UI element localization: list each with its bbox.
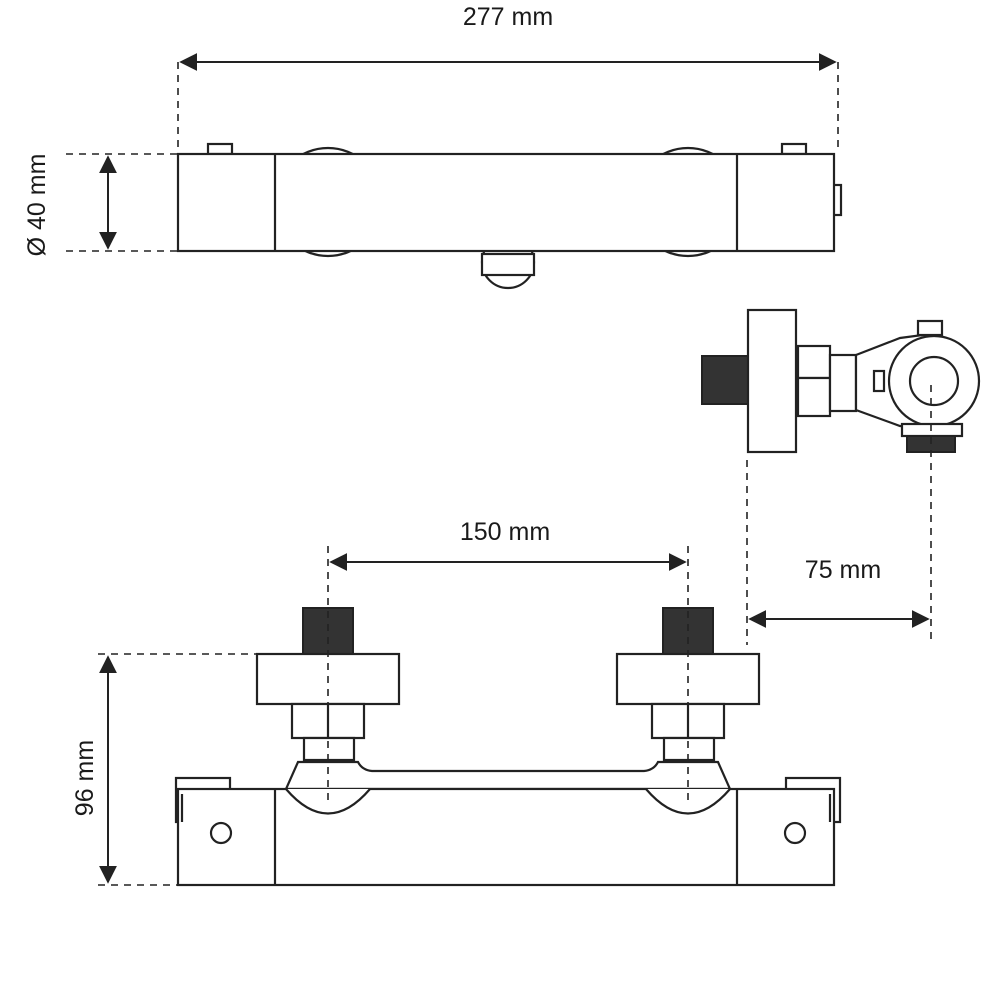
side-eccentric-stub — [701, 355, 749, 405]
diameter-label: Ø 40 mm — [23, 154, 51, 257]
front-view — [174, 546, 842, 887]
top-outlet-nut — [480, 252, 536, 277]
wall-offset-dimension: 75 mm — [746, 385, 932, 645]
front-left-connector — [302, 736, 356, 762]
top-view — [176, 142, 843, 290]
top-left-tab — [206, 142, 234, 156]
center-distance-dimension: 150 mm — [329, 518, 687, 571]
side-small-tab — [872, 369, 886, 393]
side-connector — [828, 353, 858, 413]
side-top-tab — [916, 319, 944, 337]
wall-offset-label: 75 mm — [805, 556, 881, 584]
side-wall-flange — [746, 308, 798, 454]
top-body — [176, 152, 836, 253]
front-bridge — [284, 760, 732, 791]
front-right-inlet-bump — [645, 788, 731, 815]
diameter-dimension: Ø 40 mm — [23, 153, 178, 257]
height-label: 96 mm — [71, 740, 99, 816]
center-distance-label: 150 mm — [460, 518, 550, 546]
total-width-label: 277 mm — [463, 3, 553, 31]
front-left-screw-hole — [209, 821, 233, 845]
side-knob-center — [908, 355, 960, 407]
side-nut-lower — [796, 376, 832, 418]
side-view — [701, 308, 981, 454]
side-nut-upper — [796, 344, 832, 380]
front-right-screw-hole — [783, 821, 807, 845]
height-dimension: 96 mm — [71, 653, 257, 886]
front-left-inlet-bump — [285, 788, 371, 815]
front-body — [176, 787, 836, 887]
total-width-dimension: 277 mm — [177, 3, 839, 150]
side-outlet-nut — [900, 422, 964, 438]
front-right-connector — [662, 736, 716, 762]
top-right-tab — [780, 142, 808, 156]
